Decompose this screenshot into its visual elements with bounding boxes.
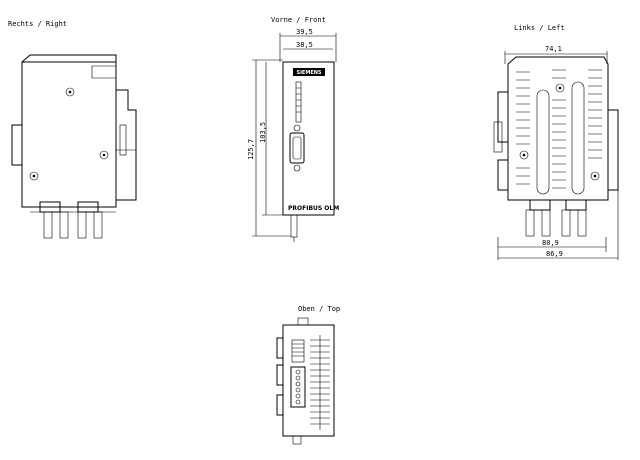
dim-body-height: 103,5 xyxy=(259,122,267,143)
dim-total-height: 125,7 xyxy=(247,139,255,160)
dim-inner-width: 38,5 xyxy=(296,41,313,49)
brand-plate xyxy=(293,68,325,76)
dim-bottom-width-1: 80,9 xyxy=(542,239,559,247)
top-view xyxy=(276,317,335,445)
dim-top-width: 74,1 xyxy=(545,45,562,53)
left-view: 74,1 80,9 86,9 xyxy=(493,45,619,260)
top-view-label: Oben / Top xyxy=(298,305,340,313)
product-text: PROFIBUS OLM xyxy=(288,205,339,212)
front-view: SIEMENS PROFIBUS OLM 39,5 38,5 125,7 103… xyxy=(247,28,339,242)
right-view xyxy=(11,54,137,239)
front-view-label: Vorne / Front xyxy=(271,16,326,24)
brand-text: SIEMENS xyxy=(296,70,321,76)
right-view-label: Rechts / Right xyxy=(8,20,67,28)
left-view-label: Links / Left xyxy=(514,24,565,32)
dim-bottom-width-2: 86,9 xyxy=(546,250,563,258)
dim-outer-width: 39,5 xyxy=(296,28,313,36)
